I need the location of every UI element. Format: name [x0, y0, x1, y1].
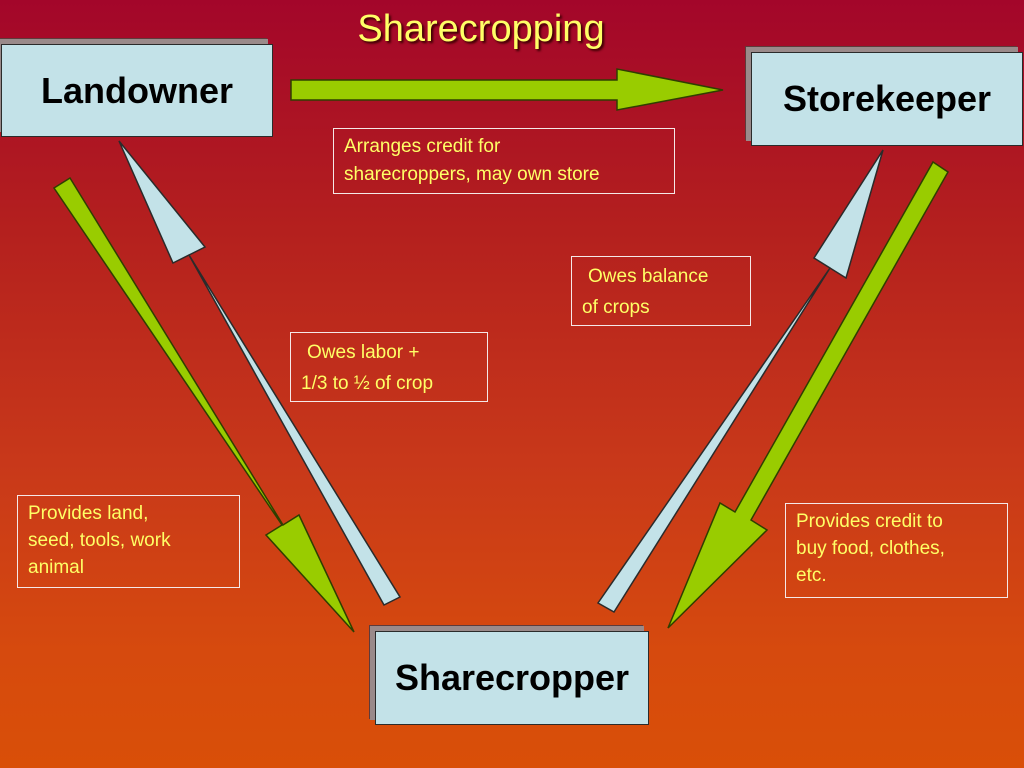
arrow-storekeeper-to-sharecropper: [667, 160, 949, 629]
note-provides-credit: Provides credit to buy food, clothes, et…: [785, 503, 1008, 598]
note-line: sharecroppers, may own store: [344, 164, 600, 185]
landowner-label: Landowner: [40, 69, 233, 111]
note-line: etc.: [796, 565, 827, 586]
sharecropper-box: Sharecropper: [375, 631, 649, 725]
diagram-title: Sharecropping: [357, 8, 605, 50]
storekeeper-label: Storekeeper: [782, 78, 992, 119]
note-line: Provides credit to: [796, 511, 943, 532]
note-arranges-credit: Arranges credit for sharecroppers, may o…: [333, 128, 675, 194]
arrow-landowner-to-storekeeper: [290, 68, 724, 111]
note-line: 1/3 to ½ of crop: [301, 373, 434, 394]
note-owes-labor: Owes labor + 1/3 to ½ of crop: [290, 332, 488, 402]
storekeeper-box: Storekeeper: [751, 52, 1023, 146]
arrow-sharecropper-to-landowner: [118, 140, 402, 606]
note-line: animal: [28, 557, 84, 578]
note-line: Owes balance: [588, 266, 709, 287]
note-line: buy food, clothes,: [796, 538, 945, 559]
arrow-sharecropper-to-storekeeper: [596, 149, 884, 614]
note-owes-balance: Owes balance of crops: [571, 256, 751, 326]
note-provides-land: Provides land, seed, tools, work animal: [17, 495, 240, 588]
sharecropper-label: Sharecropper: [394, 657, 630, 698]
note-line: of crops: [582, 297, 650, 318]
landowner-box: Landowner: [1, 44, 273, 137]
note-line: seed, tools, work: [28, 530, 171, 551]
note-line: Owes labor +: [307, 342, 420, 363]
arrow-landowner-to-sharecropper: [52, 176, 355, 633]
note-line: Provides land,: [28, 503, 149, 524]
note-line: Arranges credit for: [344, 136, 501, 157]
